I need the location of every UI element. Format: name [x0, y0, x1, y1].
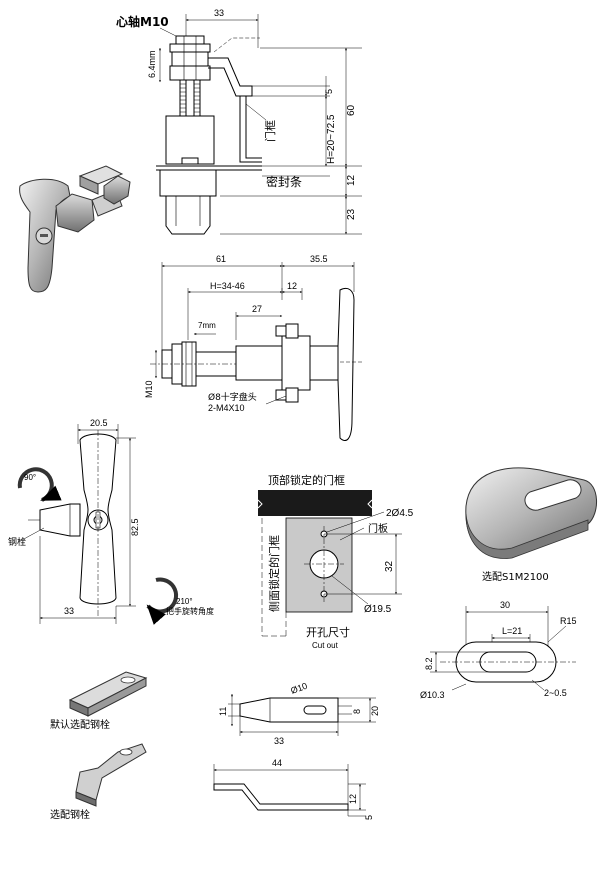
dim-82-5: 82.5	[130, 518, 140, 536]
dim-27: 27	[252, 304, 262, 314]
default-pawl-render: 默认选配钢栓	[50, 671, 148, 731]
option-part-label: 选配S1M2100	[482, 570, 549, 583]
dim-12-c: 12	[348, 794, 358, 804]
hole-4-5: 2Ø4.5	[386, 508, 414, 519]
cutout-cn: 开孔尺寸	[306, 625, 350, 639]
option-pawl-label: 选配钢栓	[50, 808, 90, 821]
dim-12-b: 12	[287, 281, 297, 291]
dim-33-pawl: 33	[274, 736, 284, 746]
screw-label-1: Ø8十字盘头	[208, 391, 257, 403]
dim-33-handle: 33	[64, 606, 74, 616]
default-pawl-label: 默认选配钢栓	[50, 718, 110, 731]
dim-phi10: Ø10	[289, 681, 308, 696]
screw-label-2: 2-M4X10	[208, 403, 245, 413]
rot-90: 90°	[24, 473, 36, 482]
seal-label: 密封条	[266, 174, 302, 189]
dim-60: 60	[346, 104, 357, 116]
dim-8: 8	[352, 709, 362, 714]
option-pawl-render: 选配钢栓	[50, 743, 147, 821]
front-handle-view: 20.5 钢栓 82.5 33 90° 210° 把手旋转角度	[8, 418, 214, 625]
pawl-label: 钢栓	[8, 536, 26, 548]
door-frame-label: 门框	[263, 120, 277, 142]
dim-h-34-46: H=34-46	[210, 281, 245, 291]
dim-h-range: H=20~72.5	[326, 114, 337, 164]
dim-61: 61	[216, 254, 226, 264]
side-frame-label: 侧面锁定的门框	[267, 535, 281, 612]
hole-19-5: Ø19.5	[364, 604, 392, 615]
dim-32: 32	[384, 560, 395, 572]
dim-33-top: 33	[214, 8, 224, 18]
side-view-horizontal: 61 35.5 H=34-46 12 27 7mm M10	[144, 254, 362, 442]
pawl-dims: Ø10 11 8 20 33	[218, 681, 380, 746]
dim-8-2: 8.2	[424, 657, 434, 670]
dim-5-b: 5	[364, 815, 374, 820]
rot-text: 把手旋转角度	[166, 606, 214, 616]
dim-23: 23	[346, 208, 357, 220]
rot-210: 210°	[176, 597, 193, 606]
dim-l21: L=21	[502, 626, 522, 636]
bent-pawl-dims: 44 12 5	[213, 758, 374, 820]
shaft-label: 心轴M10	[116, 14, 169, 29]
cutout-drawing: 顶部锁定的门框 侧面锁定的门框 2Ø4.5 门板 32 Ø19.5 开孔尺寸 C…	[257, 473, 414, 650]
dim-11: 11	[218, 707, 228, 716]
dim-7mm: 7mm	[198, 321, 216, 330]
dim-6-4: 6.4mm	[147, 50, 157, 78]
m10-label: M10	[144, 380, 154, 398]
dim-2-0-5: 2~0.5	[544, 688, 567, 698]
dim-30: 30	[500, 600, 510, 610]
lock-3d-render	[19, 165, 131, 293]
dim-r15: R15	[560, 616, 577, 626]
cutout-en: Cut out	[312, 641, 339, 650]
top-frame-label: 顶部锁定的门框	[268, 473, 345, 487]
dim-5: 5	[324, 89, 334, 94]
dim-44: 44	[272, 758, 282, 768]
dim-20: 20	[370, 706, 380, 716]
dim-10-3: Ø10.3	[420, 690, 445, 700]
dim-12-a: 12	[346, 174, 357, 186]
dim-20-5: 20.5	[90, 418, 108, 428]
option-part-render: 选配S1M2100	[465, 467, 597, 583]
dim-35-5: 35.5	[310, 254, 328, 264]
side-view-top: 心轴M10 33 6.4mm 门框	[116, 8, 362, 235]
option-part-dims: 30 L=21 R15 8.2 Ø10.3 2~0.5	[420, 600, 577, 700]
door-plate-label: 门板	[368, 522, 388, 535]
